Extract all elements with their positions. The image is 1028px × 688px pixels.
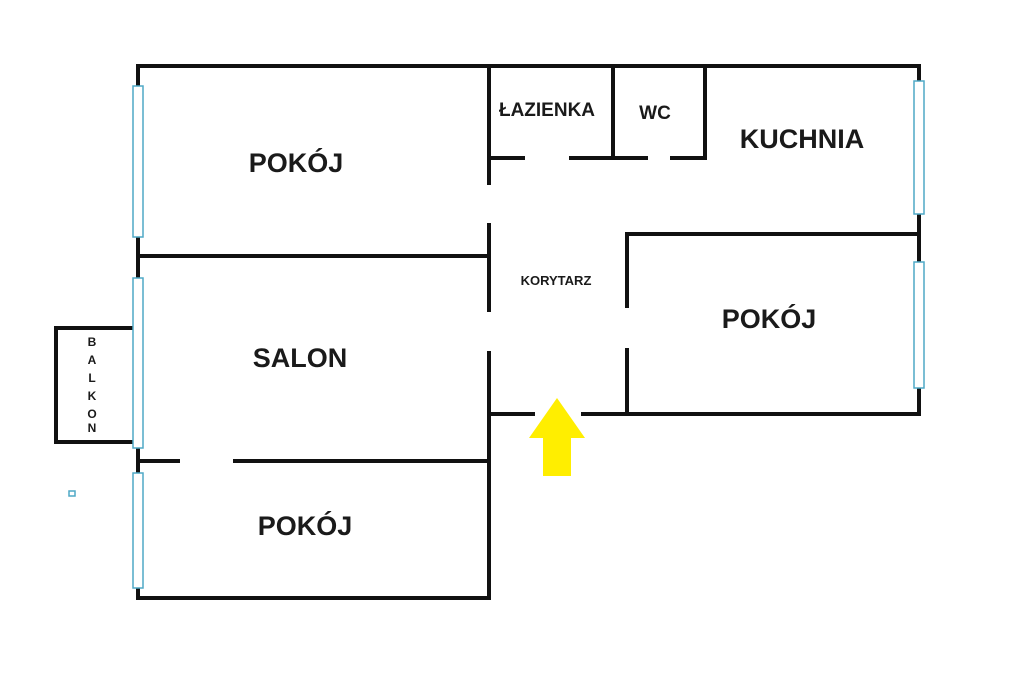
balcony: B A L K O N [54, 326, 140, 444]
room-label-pokoj-right: POKÓJ [722, 303, 817, 334]
balcony-letter-3: L [88, 371, 95, 385]
window-marker-small [68, 490, 76, 497]
room-label-lazienka: ŁAZIENKA [499, 100, 595, 121]
balcony-outline [54, 326, 140, 444]
room-label-korytarz: KORYTARZ [521, 273, 592, 288]
windows [68, 80, 925, 589]
balcony-letter-1: B [88, 335, 97, 349]
room-label-pokoj-top-left: POKÓJ [249, 147, 344, 178]
room-label-salon: SALON [253, 343, 348, 373]
room-label-kuchnia: KUCHNIA [740, 124, 865, 154]
balcony-letter-2: A [88, 353, 97, 367]
balcony-letter-4: K [88, 389, 97, 403]
window-kitchen [913, 80, 925, 215]
window-pokoj-bottom-left [132, 472, 144, 589]
balcony-letter-5: O [87, 407, 96, 421]
balcony-letter-6: N [88, 421, 97, 435]
window-salon [132, 277, 144, 449]
room-label-wc: WC [639, 103, 671, 124]
room-label-pokoj-bottom-left: POKÓJ [258, 510, 353, 541]
window-pokoj-right [913, 261, 925, 389]
arrow-up-icon [529, 398, 585, 476]
window-pokoj-top-left [132, 85, 144, 238]
